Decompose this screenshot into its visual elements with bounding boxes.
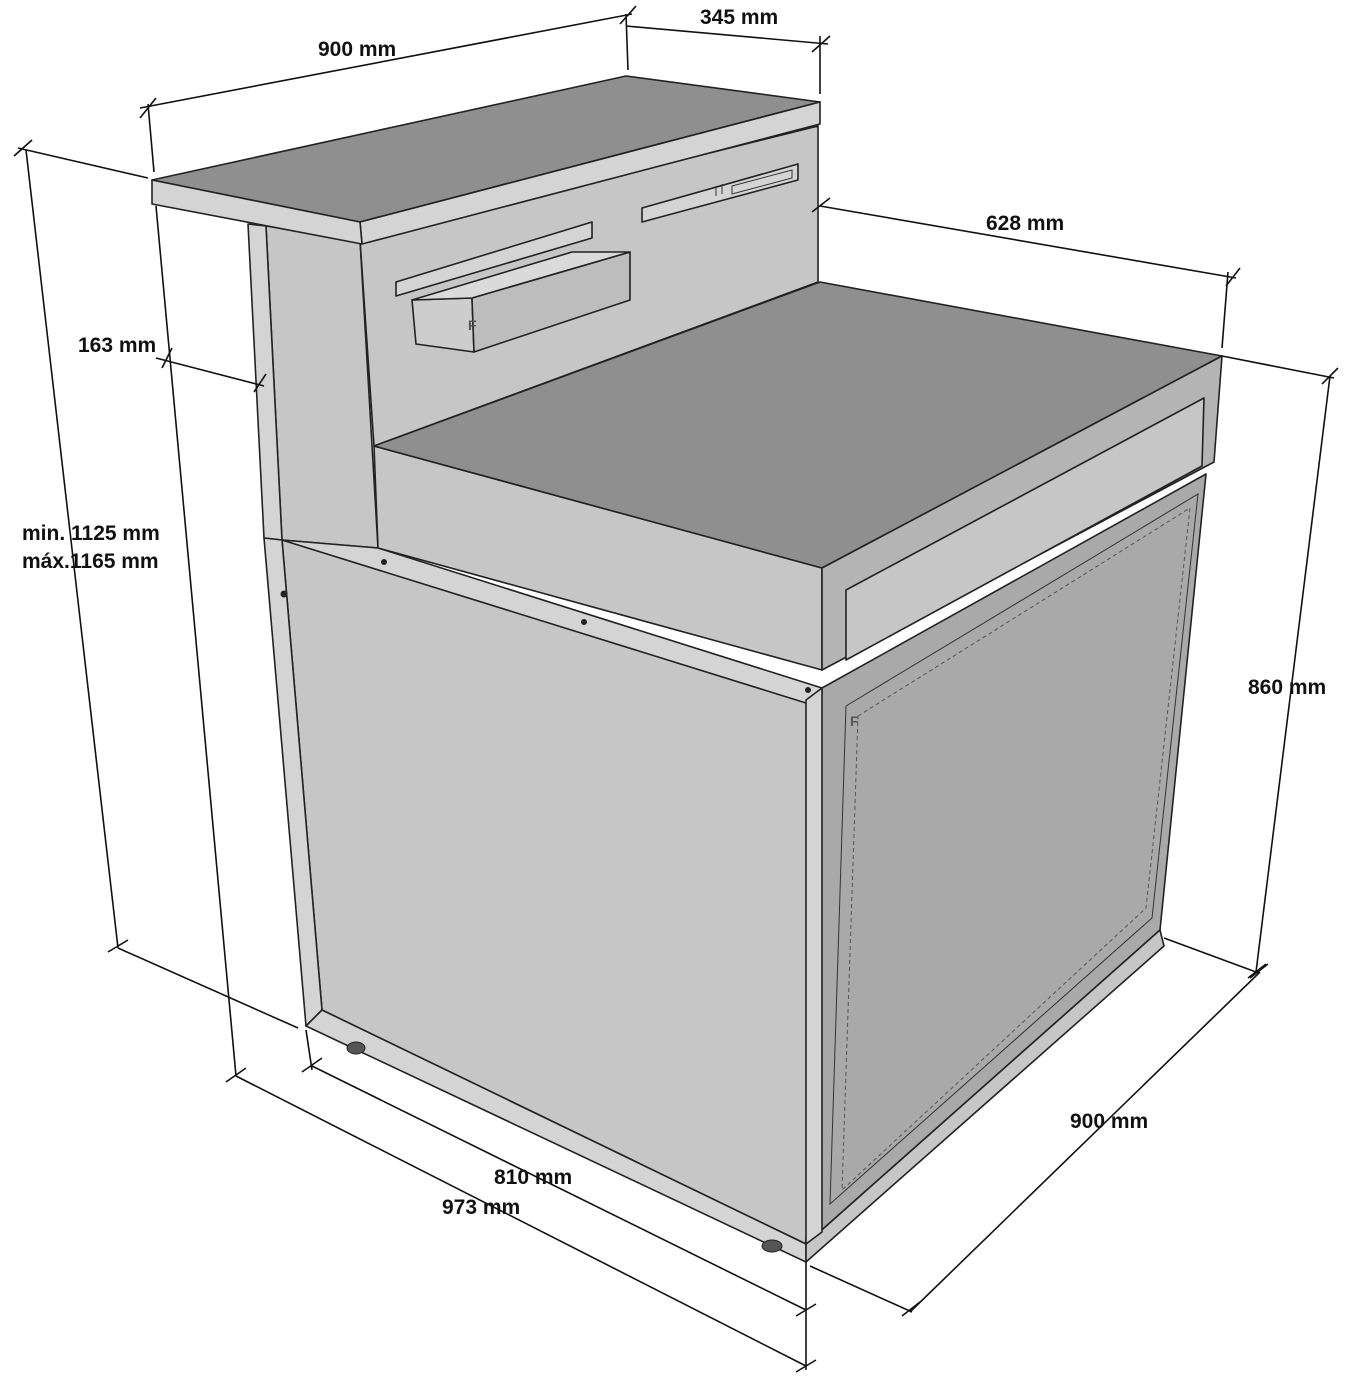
label-splash-offset: 163 mm bbox=[78, 334, 156, 357]
label-top-depth: 345 mm bbox=[700, 6, 778, 29]
dimension-labels: 900 mm 345 mm 628 mm 163 mm min. 1125 mm… bbox=[22, 6, 1326, 1219]
label-body-depth: 628 mm bbox=[986, 212, 1064, 235]
side-edge-post bbox=[805, 687, 823, 1245]
foot-right bbox=[761, 1239, 783, 1253]
brand-mark-box: F bbox=[468, 317, 477, 333]
screw-dot bbox=[581, 619, 587, 625]
foot-left bbox=[346, 1041, 366, 1055]
screw-dot bbox=[280, 590, 288, 598]
brand-mark-side: F bbox=[850, 713, 859, 729]
label-body-height: 860 mm bbox=[1248, 676, 1326, 699]
rail-accent-slot bbox=[731, 169, 793, 195]
drawer-front bbox=[845, 397, 1205, 661]
dimension-lines bbox=[13, 5, 1339, 1373]
label-front-outer: 973 mm bbox=[442, 1196, 520, 1219]
side-bottom-rail bbox=[805, 929, 1165, 1263]
side-door-dash bbox=[841, 507, 1191, 1192]
label-top-width: 900 mm bbox=[318, 38, 396, 61]
utensil-box-front bbox=[411, 297, 475, 353]
left-column-front bbox=[265, 225, 379, 549]
screw-dot bbox=[381, 559, 387, 565]
label-front-inner: 810 mm bbox=[494, 1166, 572, 1189]
screw-dot bbox=[805, 687, 811, 693]
cabinet: F F bbox=[151, 75, 1223, 1263]
label-height-max: máx.1165 mm bbox=[22, 550, 159, 573]
utensil-box-top bbox=[411, 251, 631, 301]
label-height-min: min. 1125 mm bbox=[22, 522, 160, 545]
side-door-inner bbox=[829, 493, 1199, 1206]
label-side-width: 900 mm bbox=[1070, 1110, 1148, 1133]
backsplash-rail-left bbox=[395, 221, 593, 297]
top-shelf-left bbox=[151, 179, 363, 245]
